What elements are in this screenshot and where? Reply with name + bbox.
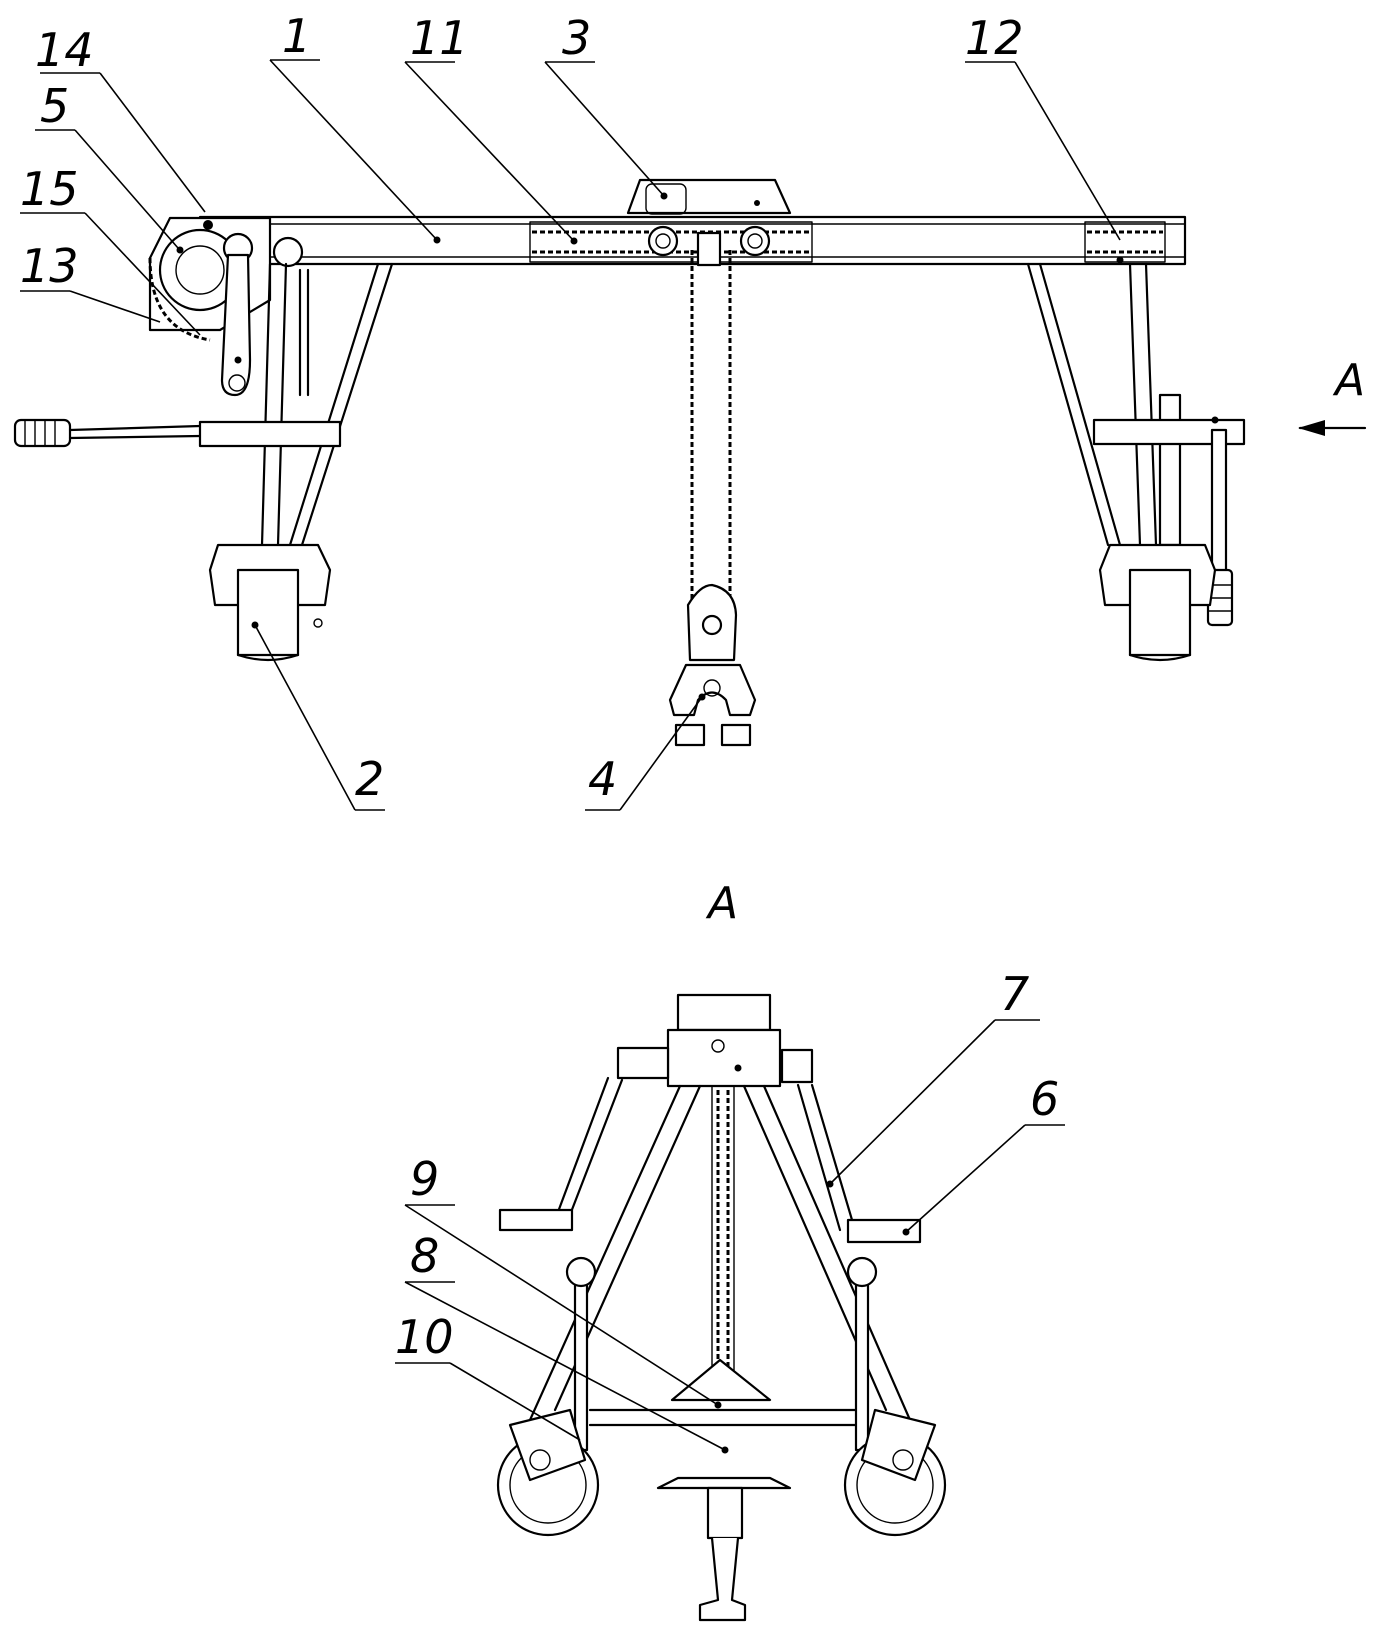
svg-text:15: 15 [20, 162, 79, 216]
svg-text:8: 8 [410, 1229, 439, 1283]
left-handle [13, 418, 342, 448]
callout-5: 5 [35, 79, 179, 249]
svg-text:2: 2 [355, 752, 384, 806]
view-direction-arrow: A [1298, 355, 1367, 436]
svg-text:13: 13 [20, 239, 79, 293]
callout-12: 12 [965, 11, 1121, 241]
view-arrow-label: A [1332, 355, 1365, 406]
svg-text:12: 12 [965, 11, 1024, 65]
callout-10: 10 [395, 1310, 581, 1441]
right-leg [1026, 256, 1246, 627]
callout-6: 6 [905, 1072, 1065, 1233]
svg-text:9: 9 [410, 1152, 439, 1206]
svg-text:3: 3 [562, 11, 591, 65]
svg-text:11: 11 [410, 11, 469, 65]
callout-2: 2 [254, 624, 385, 811]
right-wheel [1098, 543, 1217, 662]
callout-7: 7 [829, 967, 1040, 1185]
svg-text:14: 14 [35, 23, 94, 77]
svg-text:1: 1 [282, 9, 311, 63]
svg-text:10: 10 [395, 1310, 454, 1364]
callout-14: 14 [35, 23, 206, 213]
left-winch [148, 216, 304, 397]
callout-11: 11 [404, 11, 575, 242]
svg-text:5: 5 [40, 79, 69, 133]
callout-4: 4 [585, 696, 703, 811]
callout-13: 13 [20, 239, 161, 323]
gantry-side-view: A [13, 178, 1367, 747]
callout-8: 8 [404, 1229, 726, 1451]
main-beam [198, 215, 1187, 266]
section-title: A [705, 878, 738, 929]
left-leg [260, 262, 394, 547]
trolley [626, 178, 792, 267]
callout-1: 1 [269, 9, 438, 241]
callout-15: 15 [20, 162, 201, 336]
hook-block [668, 583, 757, 747]
svg-text:6: 6 [1030, 1072, 1059, 1126]
left-wheel [208, 543, 332, 662]
hanging-chains [690, 250, 732, 600]
svg-text:7: 7 [1000, 967, 1029, 1021]
callout-9: 9 [404, 1152, 719, 1406]
callouts: 14 5 15 13 1 11 3 [20, 9, 1121, 1451]
callout-3: 3 [544, 11, 665, 197]
section-view-a: A [496, 878, 947, 1622]
svg-text:4: 4 [588, 752, 617, 806]
